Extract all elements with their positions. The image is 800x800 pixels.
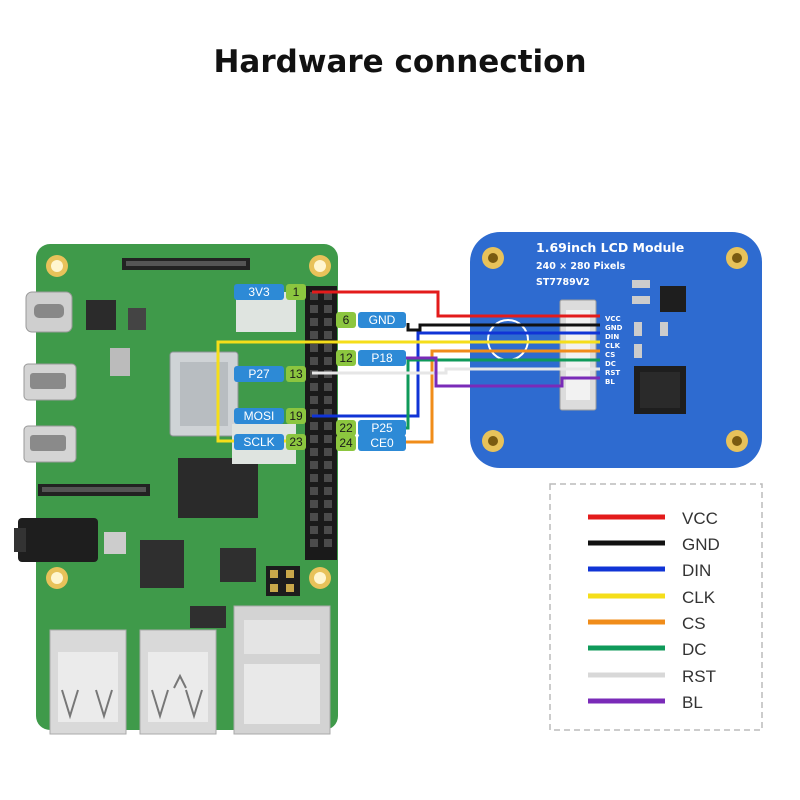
pin-tag: 22 P25 <box>336 420 406 436</box>
pin-tag: 3V3 1 <box>234 284 306 300</box>
pin-label: SCLK <box>243 435 274 449</box>
legend-label: BL <box>682 693 703 712</box>
pin-tag: SCLK 23 <box>234 434 306 450</box>
pin-tag: MOSI 19 <box>234 408 306 424</box>
pin-number: 1 <box>293 285 300 299</box>
lcd-pin-clk: CLK <box>605 342 621 350</box>
legend-label: CLK <box>682 588 716 607</box>
pin-number: 19 <box>289 409 303 423</box>
lcd-pin-cs: CS <box>605 351 615 359</box>
pin-number: 6 <box>343 313 350 327</box>
pin-label: GND <box>369 313 396 327</box>
pin-label: P27 <box>248 367 270 381</box>
legend-item: RST <box>588 667 716 686</box>
pin-label: 3V3 <box>248 285 270 299</box>
mounting-hole <box>482 247 748 452</box>
lcd-module-name: 1.69inch LCD Module <box>536 240 684 255</box>
legend-item: DIN <box>588 561 711 580</box>
legend-label: RST <box>682 667 716 686</box>
lcd-pin-din: DIN <box>605 333 619 341</box>
gpio-header <box>305 286 337 560</box>
pin-number: 23 <box>289 435 303 449</box>
pin-label: P18 <box>371 351 393 365</box>
diagram-title: Hardware connection <box>213 44 587 80</box>
pin-tag: 6 GND <box>336 312 406 328</box>
legend-label: CS <box>682 614 706 633</box>
pin-tag: P27 13 <box>234 366 306 382</box>
wire-legend: VCC GND DIN CLK CS DC RST BL <box>549 483 763 731</box>
pin-label: CE0 <box>370 436 394 450</box>
pin-number: 13 <box>289 367 303 381</box>
wire-rst <box>312 367 600 375</box>
usb-port <box>49 629 127 735</box>
lcd-driver: ST7789V2 <box>536 277 590 288</box>
legend-item: CS <box>588 614 706 633</box>
lcd-pin-bl: BL <box>605 378 615 386</box>
pin-tag: 24 CE0 <box>336 435 406 451</box>
legend-item: VCC <box>588 509 718 528</box>
legend-item: GND <box>588 535 720 554</box>
wire-bl <box>392 356 600 388</box>
legend-label: GND <box>682 535 720 554</box>
lcd-module: 1.69inch LCD Module 240 × 280 Pixels ST7… <box>470 232 762 468</box>
pin-number: 24 <box>339 436 353 450</box>
legend-label: VCC <box>682 509 718 528</box>
lcd-pin-vcc: VCC <box>605 315 621 323</box>
lcd-pin-dc: DC <box>605 360 616 368</box>
lcd-pin-gnd: GND <box>605 324 623 332</box>
pin-label: P25 <box>371 421 393 435</box>
legend-item: CLK <box>588 588 716 607</box>
pin-tag: 12 P18 <box>336 350 406 366</box>
legend-item: BL <box>588 693 703 712</box>
pin-number: 22 <box>339 421 353 435</box>
lcd-pin-rst: RST <box>605 369 620 377</box>
wire-gnd <box>406 323 600 332</box>
usb-port <box>139 629 217 735</box>
wire-cs <box>392 349 600 444</box>
audio-jack <box>18 518 98 562</box>
wire-vcc <box>312 290 600 318</box>
pin-label: MOSI <box>244 409 275 423</box>
lcd-resolution: 240 × 280 Pixels <box>536 261 626 272</box>
pin-number: 12 <box>339 351 353 365</box>
legend-item: DC <box>588 640 707 659</box>
ethernet-port <box>233 605 331 735</box>
legend-label: DC <box>682 640 707 659</box>
raspberry-pi-board <box>14 244 338 735</box>
legend-label: DIN <box>682 561 711 580</box>
mounting-hole <box>46 255 331 589</box>
